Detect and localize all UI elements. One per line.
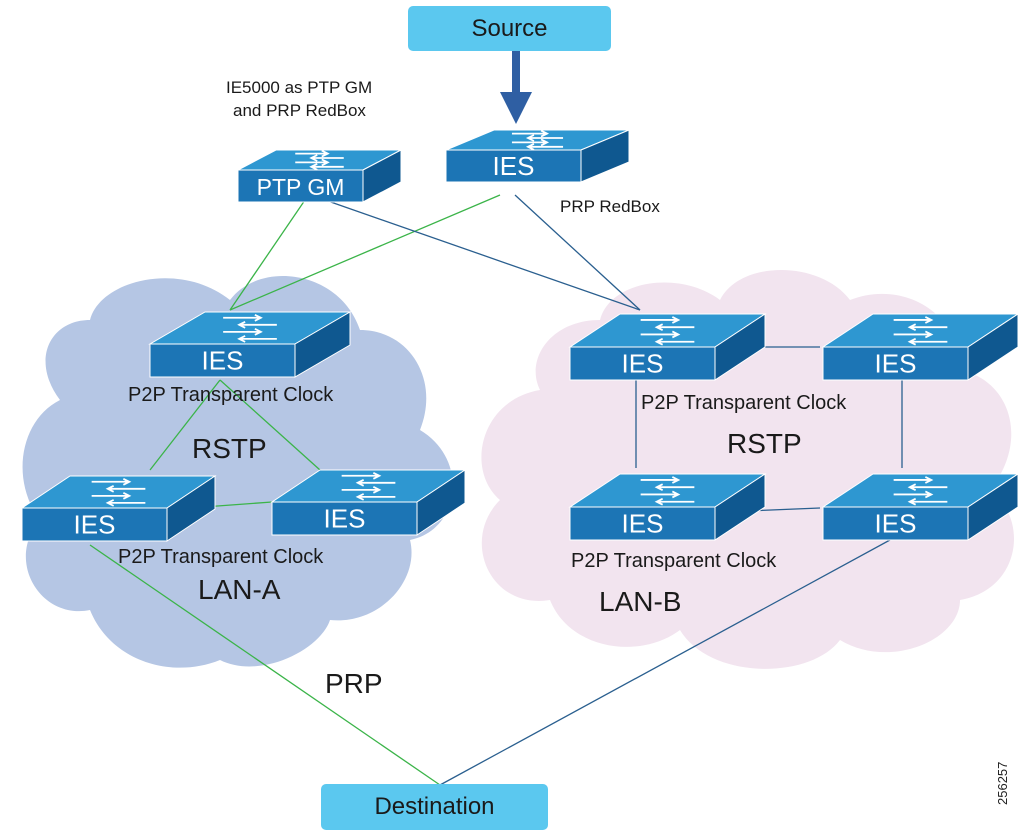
prp-label: PRP <box>325 668 383 699</box>
switch-front-face <box>237 169 364 203</box>
switch-arrows-icon <box>640 316 695 346</box>
switch-front-face <box>21 507 168 542</box>
lan-a-left-switch[interactable]: IES <box>20 475 217 542</box>
gm-caption-line2: and PRP RedBox <box>233 101 366 120</box>
lan-a-bottom-clock-label: P2P Transparent Clock <box>118 546 324 568</box>
lan-b-bottom-clock-label: P2P Transparent Clock <box>571 550 777 572</box>
switch-label: IES <box>622 509 664 539</box>
switch-front-face <box>822 346 969 381</box>
switch-arrows-icon <box>511 129 564 151</box>
switch-label: IES <box>202 346 244 376</box>
ptp-gm-switch[interactable]: PTP GM <box>237 149 402 203</box>
link-lan-a-to-destination <box>89 544 441 786</box>
lan-b-top-right-switch[interactable]: IES <box>821 313 1020 381</box>
switch-arrows-icon <box>893 316 948 346</box>
link-lan-b-to-destination <box>439 539 891 786</box>
lan-a-top-clock-label: P2P Transparent Clock <box>128 384 334 406</box>
link-gm-to-lan-a <box>229 199 306 311</box>
switch-arrows-icon <box>341 471 396 501</box>
source-node[interactable]: Source <box>408 6 611 51</box>
link-redbox-to-lan-b <box>514 194 641 311</box>
switch-arrows-icon <box>91 477 146 507</box>
switch-label: IES <box>875 349 917 379</box>
lan-a-name: LAN-A <box>198 574 281 605</box>
switch-arrows-icon <box>223 313 277 343</box>
link-lan-a-top-right <box>219 379 321 471</box>
lan-a-right-switch[interactable]: IES <box>270 469 467 536</box>
switch-arrows-icon <box>640 476 695 506</box>
lan-b-name: LAN-B <box>599 586 682 617</box>
source-label: Source <box>471 14 548 42</box>
link-lan-a-top-left <box>149 379 221 471</box>
switch-front-face <box>271 501 418 536</box>
lan-b-bottom-right-switch[interactable]: IES <box>821 473 1020 541</box>
prp-redbox-label: PRP RedBox <box>560 197 660 216</box>
destination-label: Destination <box>374 793 495 820</box>
switch-label: IES <box>74 510 116 540</box>
switch-arrows-icon <box>893 476 948 506</box>
switch-front-face <box>149 343 296 378</box>
switch-label: IES <box>875 509 917 539</box>
lan-b-bottom-left-switch[interactable]: IES <box>568 473 767 541</box>
lan-a-top-switch[interactable]: IES <box>148 311 352 378</box>
switch-label: PTP GM <box>257 174 345 200</box>
switch-front-face <box>445 149 582 183</box>
switches: PTP GM IES IES IES IES IES IES IES IES <box>20 129 1020 542</box>
redbox-switch[interactable]: IES <box>445 129 630 183</box>
link-redbox-to-lan-a <box>229 194 501 311</box>
destination-node[interactable]: Destination <box>321 784 548 830</box>
lan-b-rstp-label: RSTP <box>727 428 802 459</box>
switch-front-face <box>569 506 716 541</box>
switch-label: IES <box>324 504 366 534</box>
switch-label: IES <box>622 349 664 379</box>
figure-id: 256257 <box>995 761 1010 805</box>
switch-front-face <box>569 346 716 381</box>
switch-front-face <box>822 506 969 541</box>
lan-b-top-clock-label: P2P Transparent Clock <box>641 392 847 414</box>
switch-arrows-icon <box>295 149 344 171</box>
lan-a-cloud <box>22 276 453 668</box>
lan-a-rstp-label: RSTP <box>192 433 267 464</box>
link-gm-to-lan-b <box>324 199 641 311</box>
switch-label: IES <box>493 151 535 181</box>
gm-caption-line1: IE5000 as PTP GM <box>226 78 373 97</box>
lan-b-top-left-switch[interactable]: IES <box>568 313 767 381</box>
